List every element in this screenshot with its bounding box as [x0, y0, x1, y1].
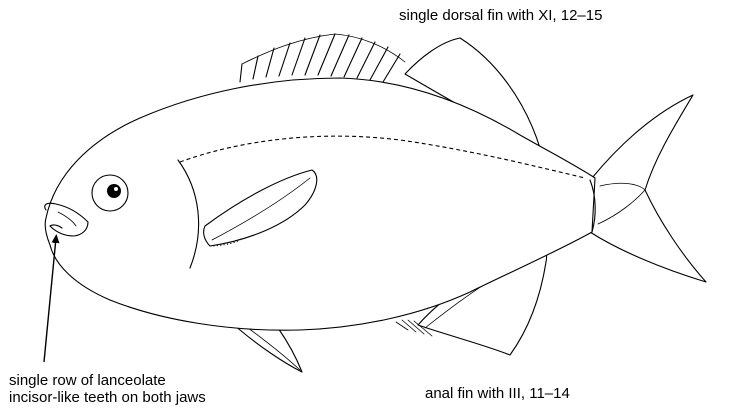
- teeth-label-line-2: incisor-like teeth on both jaws: [9, 389, 206, 406]
- dorsal-fin-label: single dorsal fin with XI, 12–15: [399, 7, 602, 24]
- eye-pupil: [107, 184, 121, 198]
- teeth-pointer-arrow: [44, 238, 56, 362]
- caudal-fin: [590, 95, 706, 282]
- teeth-label-line-1: single row of lanceolate: [9, 372, 206, 389]
- dorsal-spines: [240, 34, 405, 82]
- anal-fin-label: anal fin with III, 11–14: [425, 385, 570, 402]
- teeth-label: single row of lanceolate incisor-like te…: [9, 372, 206, 406]
